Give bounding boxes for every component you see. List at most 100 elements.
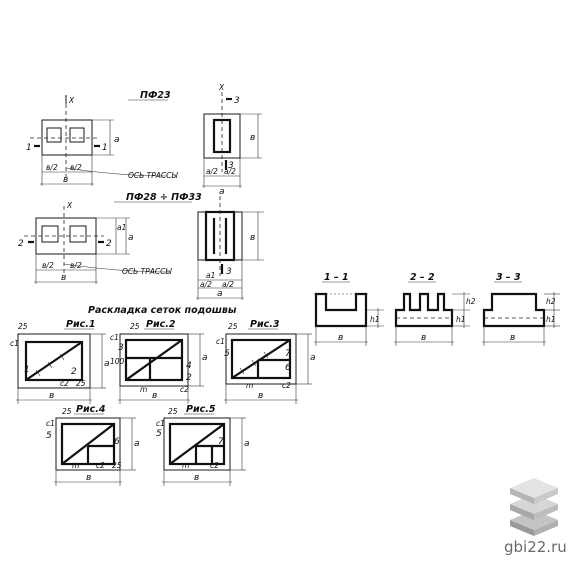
fig3-m: m <box>246 381 253 390</box>
fig5-label-7: 7 <box>218 437 224 447</box>
pf28-side-section-3: 3 <box>226 267 232 277</box>
fig2-label-2: 2 <box>186 373 192 383</box>
section-3-3: 3 – 3 h2 h1 в <box>482 272 560 346</box>
fig1-label-1: 1 <box>24 365 30 375</box>
fig3-dim-a: а <box>310 353 316 363</box>
section-1-1-h1: h1 <box>370 315 380 324</box>
fig1-c2: c2 <box>60 379 69 388</box>
pf28-dim-b: в <box>61 273 66 283</box>
pf28-dim-a: а <box>128 233 134 243</box>
pf28-33-plan-view: ПФ28 ÷ ПФ33 X 2 2 а1 а в/2 в/2 в ОСЬ ТРА… <box>18 192 202 284</box>
watermark-text: gbi22.ru <box>504 538 567 556</box>
pf23-section-1-right: 1 <box>102 143 108 153</box>
pf23-side-section-3: 3 <box>228 161 234 171</box>
fig3-mesh-layout: Рис.3 5 7 6 25 c1 m c2 а в <box>216 319 316 404</box>
fig1-c1: c1 <box>10 339 19 348</box>
fig2-dim-100: 100 <box>110 357 125 366</box>
pf23-a-half-2: а/2 <box>224 167 236 176</box>
fig3-label-6: 6 <box>285 363 291 373</box>
pf23-b-half-left: в/2 <box>46 163 58 172</box>
fig4-dim-25: 25 <box>62 407 72 416</box>
fig3-c2: c2 <box>282 381 291 390</box>
pf23-title: ПФ23 <box>140 90 171 101</box>
gbi22-logo <box>510 478 558 536</box>
section-1-1: 1 – 1 h1 в <box>314 272 384 346</box>
fig5-c2: c2 <box>210 461 219 470</box>
section-3-3-dim-b: в <box>510 333 515 343</box>
pf28-a1-label: а1 <box>206 271 215 280</box>
fig4-dim-a: а <box>134 439 140 449</box>
pf28-a-half-left: а/2 <box>200 280 212 289</box>
section-3-3-title: 3 – 3 <box>496 272 521 283</box>
mesh-layout-title: Раскладка сеток подошвы <box>88 305 237 316</box>
pf23-side-x-label: X <box>218 83 225 92</box>
fig4-c2: c2 <box>96 461 105 470</box>
fig2-dim-25: 25 <box>130 322 140 331</box>
pf28-33-side-view: в 3 а1 а/2 а/2 а <box>196 196 264 300</box>
fig3-dim-b: в <box>258 391 263 401</box>
fig3-label-5: 5 <box>224 349 230 359</box>
pf23-side-dim-a: а <box>219 187 225 197</box>
fig5-dim-25: 25 <box>168 407 178 416</box>
pf28-dim-a1: а1 <box>117 223 126 232</box>
pf28-section-2-left: 2 <box>18 239 24 249</box>
fig2-dim-b: в <box>152 391 157 401</box>
fig1-label-2: 2 <box>71 367 77 377</box>
pf23-side-view: X 3 в а/2 а/2 а 3 <box>202 83 262 197</box>
pf28-a-half-right: а/2 <box>222 280 234 289</box>
section-3-3-h2: h2 <box>546 297 556 306</box>
pf28-b-half-left: в/2 <box>42 261 54 270</box>
fig3-title: Рис.3 <box>250 319 280 330</box>
section-2-2-dim-b: в <box>421 333 426 343</box>
pf28-track-axis-label: ОСЬ ТРАССЫ <box>122 267 172 276</box>
pf23-plan-view: ПФ23 X 1 1 а в/2 в/2 в ОСЬ ТРАССЫ <box>26 90 178 186</box>
fig5-title: Рис.5 <box>186 404 216 415</box>
pf28-side-dim-a: а <box>217 289 223 299</box>
fig2-mesh-layout: Рис.2 3 4 2 25 c1 100 m c2 а в <box>110 319 208 404</box>
fig4-m: m <box>72 461 79 470</box>
pf23-side-dim-b: в <box>250 133 255 143</box>
pf23-a-half: а/2 <box>206 167 218 176</box>
fig2-title: Рис.2 <box>146 319 176 330</box>
fig2-c2: c2 <box>180 385 189 394</box>
section-2-2: 2 – 2 h2 h1 в <box>394 272 476 346</box>
pf23-x-axis-label: X <box>68 96 75 105</box>
fig5-c1: c1 <box>156 419 165 428</box>
pf23-track-axis-label: ОСЬ ТРАССЫ <box>128 171 178 180</box>
fig5-dim-b: в <box>194 473 199 483</box>
pf28-x-axis-label: X <box>66 201 73 210</box>
fig4-mesh-layout: Рис.4 5 6 25 c1 m c2 25 а в <box>46 404 140 486</box>
fig3-dim-25: 25 <box>228 322 238 331</box>
fig4-c1: c1 <box>46 419 55 428</box>
fig1-dim-25: 25 <box>18 322 28 331</box>
fig5-mesh-layout: Рис.5 5 7 25 c1 m c2 а в <box>156 404 250 486</box>
fig4-label-6: 6 <box>114 437 120 447</box>
fig3-c1: c1 <box>216 337 225 346</box>
fig4-title: Рис.4 <box>76 404 106 415</box>
fig1-dim-25-b: 25 <box>76 379 86 388</box>
fig4-label-5: 5 <box>46 431 52 441</box>
section-1-1-dim-b: в <box>338 333 343 343</box>
pf23-dim-b: в <box>63 175 68 185</box>
fig1-title: Рис.1 <box>66 319 95 330</box>
section-2-2-title: 2 – 2 <box>410 272 435 283</box>
fig1-mesh-layout: Рис.1 1 2 25 c1 c2 25 а в <box>10 319 110 404</box>
fig2-label-4: 4 <box>186 361 192 371</box>
fig5-label-5: 5 <box>156 429 162 439</box>
fig2-c1: c1 <box>110 333 119 342</box>
fig2-dim-a: а <box>202 353 208 363</box>
pf23-b-half-right: в/2 <box>70 163 82 172</box>
fig1-dim-b: в <box>49 391 54 401</box>
pf23-section-1-left: 1 <box>26 143 32 153</box>
fig4-dim-b: в <box>86 473 91 483</box>
section-2-2-h1: h1 <box>456 315 466 324</box>
section-1-1-title: 1 – 1 <box>324 272 349 283</box>
pf23-dim-a: а <box>114 135 120 145</box>
fig3-label-7: 7 <box>285 349 291 359</box>
pf28-section-2-right: 2 <box>106 239 112 249</box>
fig5-m: m <box>182 461 189 470</box>
fig1-dim-a: а <box>104 359 110 369</box>
section-2-2-h2: h2 <box>466 297 476 306</box>
section-3-3-h1: h1 <box>546 315 556 324</box>
